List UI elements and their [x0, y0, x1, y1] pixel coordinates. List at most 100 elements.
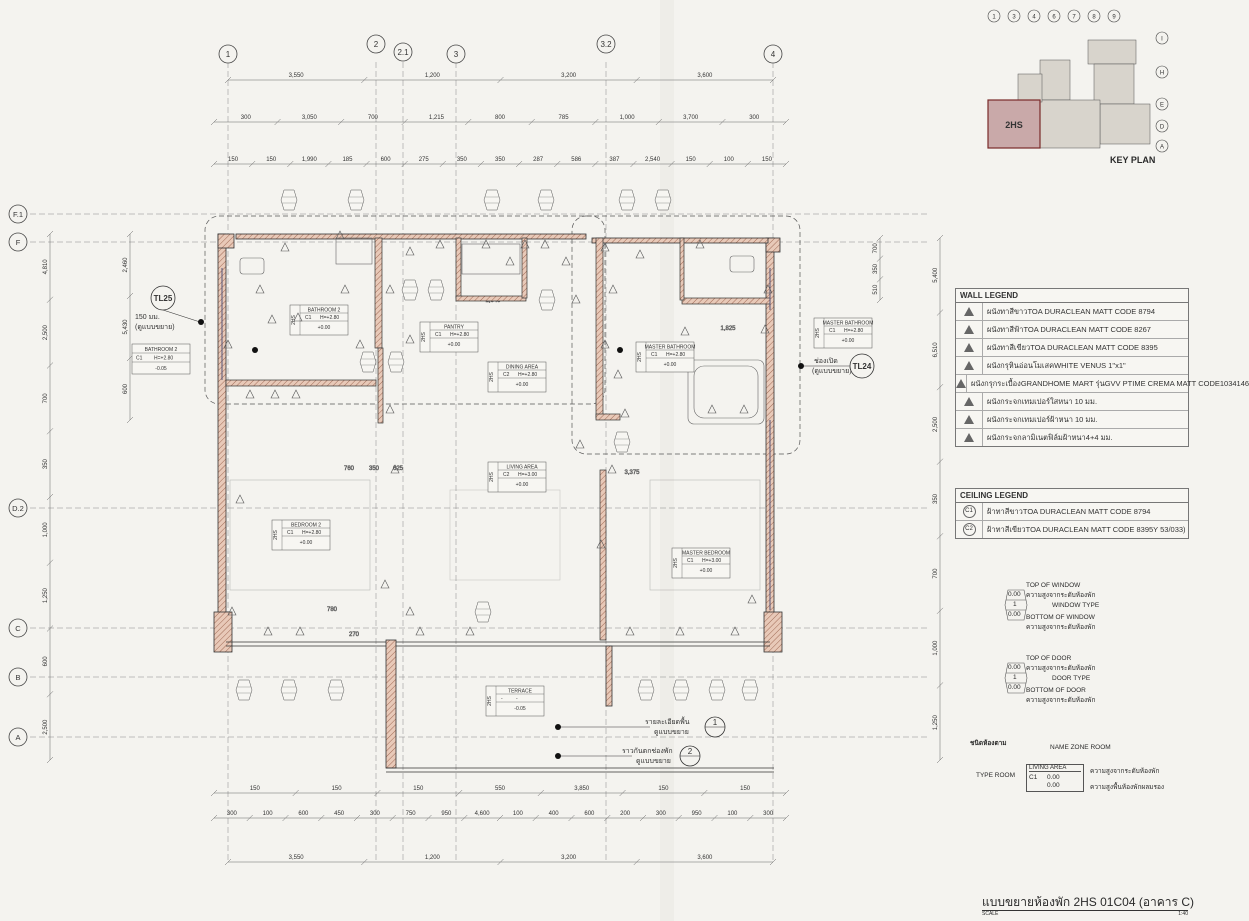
opening-tag-15: [427, 279, 445, 301]
wall-type-marker-4: [270, 389, 280, 399]
fixtures: [229, 237, 765, 591]
wall-type-marker-3: [245, 389, 255, 399]
svg-text:H=+3.00: H=+3.00: [518, 472, 537, 478]
section-marker-tl25: TL25: [150, 285, 204, 325]
room-legend-v2: 0.00: [1047, 782, 1060, 789]
bathtub-inner: [693, 365, 759, 419]
svg-text:2HS: 2HS: [1005, 120, 1023, 130]
window-v2: 0.00: [1008, 611, 1021, 618]
wall-type-marker-27: [760, 324, 770, 334]
opening-tag-0: [235, 679, 253, 701]
wall-legend-text: ผนังกระจกลามิเนตฟิล์มฝ้าหนา4+4 มม.: [987, 432, 1113, 442]
svg-text:C1: C1: [829, 328, 836, 334]
wall-type-marker-22: [620, 408, 630, 418]
wall-type-markers: [223, 230, 773, 636]
svg-text:950: 950: [692, 811, 703, 817]
door-bottom-th: ความสูงจากระดับห้องพัก: [1026, 697, 1096, 704]
svg-text:3,550: 3,550: [289, 855, 305, 861]
svg-text:3,600: 3,600: [697, 73, 713, 79]
svg-text:3: 3: [1012, 15, 1016, 21]
bathtub: [687, 359, 765, 425]
svg-text:586: 586: [571, 157, 582, 163]
svg-text:1,990: 1,990: [302, 157, 318, 163]
wall-type-marker-1: [255, 284, 265, 294]
svg-text:5,400: 5,400: [933, 267, 939, 283]
room-legend-v1: 0.00: [1047, 774, 1060, 781]
wall-type-marker-35: [405, 606, 415, 616]
svg-text:+0.00: +0.00: [516, 482, 529, 488]
window-hex-symbol: [1004, 589, 1028, 621]
wall-type-marker-16: [540, 239, 550, 249]
wall-type-marker-25: [763, 284, 773, 294]
wall-legend-row-1: ผนังทาสีฟ้าTOA DURACLEAN MATT CODE 8267: [956, 321, 1188, 339]
door-v2: 0.00: [1008, 684, 1021, 691]
key-plan-row-D: D: [1155, 119, 1169, 133]
marker1-note: รายละเอียดพื้น: [645, 719, 690, 726]
svg-text:600: 600: [123, 383, 129, 394]
svg-text:2HS: 2HS: [291, 314, 297, 324]
svg-text:750: 750: [406, 811, 417, 817]
wall-type-marker-46: [293, 312, 303, 322]
opening-tag-16: [359, 351, 377, 373]
svg-text:D.2: D.2: [12, 504, 24, 513]
wall-type-marker-0: [280, 242, 290, 252]
wall-type-marker-18: [600, 242, 610, 252]
ceiling-legend-text: ฝ้าทาสีขาวTOA DURACLEAN MATT CODE 8794: [987, 506, 1151, 516]
window-top-th: ความสูงจากระดับห้องพัก: [1026, 592, 1096, 599]
inner-dim-6: 780: [327, 607, 338, 613]
window-bottom-label: BOTTOM OF WINDOW: [1026, 614, 1095, 621]
room-legend-name: LIVING AREA: [1029, 765, 1081, 772]
wall-type-marker-33: [390, 464, 400, 474]
key-plan-col-3: 3: [1007, 9, 1021, 23]
svg-text:6,510: 6,510: [933, 342, 939, 358]
ceiling-type-circle-icon: C2: [962, 523, 976, 536]
detail-marker-2: 2: [555, 745, 701, 767]
grid-bubble-top-0: 1: [218, 44, 238, 64]
svg-text:150: 150: [266, 157, 277, 163]
shower-left: [335, 237, 373, 265]
opening-tag-5: [708, 679, 726, 701]
svg-text:2HS: 2HS: [815, 327, 821, 337]
opening-tag-2: [327, 679, 345, 701]
svg-text:H=+2.80: H=+2.80: [518, 372, 537, 378]
wall-type-marker-36: [235, 494, 245, 504]
wall-legend-row-6: ผนังกระจกเทมเปอร์ฝ้าหนา 10 มม.: [956, 411, 1188, 429]
opening-tag-6: [741, 679, 759, 701]
wall-legend-text: ผนังทาสีขาวTOA DURACLEAN MATT CODE 8794: [987, 306, 1156, 316]
wall-type-marker-24: [695, 239, 705, 249]
svg-text:TL25: TL25: [154, 294, 173, 303]
svg-text:387: 387: [609, 157, 620, 163]
svg-text:3,200: 3,200: [561, 855, 577, 861]
wall-type-marker-9: [405, 334, 415, 344]
key-plan-col-4: 4: [1027, 9, 1041, 23]
svg-text:4,810: 4,810: [43, 259, 49, 275]
key-plan-row-I: I: [1155, 31, 1169, 45]
svg-text:F: F: [16, 238, 21, 247]
wall-type-marker-30: [596, 539, 606, 549]
svg-text:H=+2.80: H=+2.80: [666, 352, 685, 358]
svg-text:2HS: 2HS: [273, 529, 279, 539]
grid-bubble-top-1: 2: [366, 34, 386, 54]
svg-text:BATHROOM 2: BATHROOM 2: [145, 347, 178, 353]
svg-text:100: 100: [263, 811, 274, 817]
grid-lines-vertical: [227, 62, 774, 862]
wall-legend-title: WALL LEGEND: [956, 289, 1188, 303]
wall-legend-row-3: ผนังกรุหินอ่อนโมเสคWHITE VENUS 1"x1": [956, 357, 1188, 375]
wall-type-marker-29: [739, 404, 749, 414]
wall-type-marker-43: [675, 626, 685, 636]
svg-text:C1: C1: [651, 352, 658, 358]
door-v3: 1: [1013, 674, 1017, 681]
room-legend-zone: NAME ZONE ROOM: [1050, 744, 1111, 751]
wall-type-marker-48: [405, 246, 415, 256]
door-type-label: DOOR TYPE: [1052, 675, 1091, 682]
svg-text:2HS: 2HS: [673, 557, 679, 567]
inner-dim-1: 1,825: [720, 326, 736, 332]
